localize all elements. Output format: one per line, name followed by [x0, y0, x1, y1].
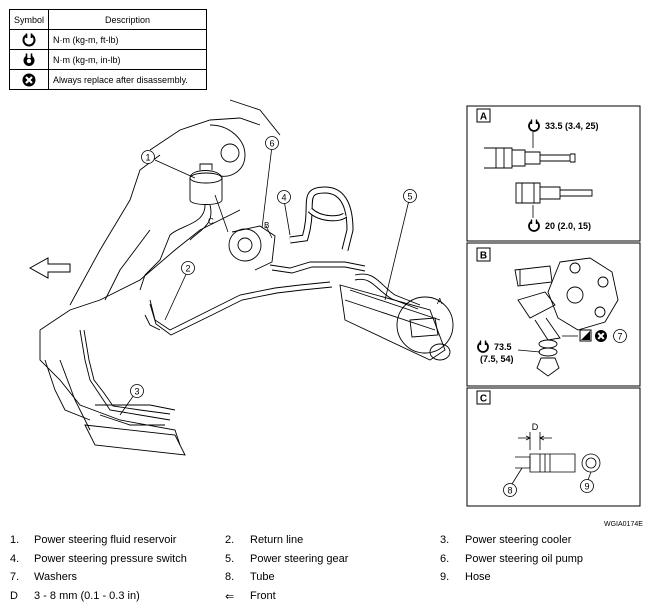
- callout-6: 6: [265, 136, 279, 150]
- torque-ft-lb-icon: [477, 340, 489, 353]
- washer-icon: [579, 329, 592, 342]
- part-label: Power steering pressure switch: [34, 552, 187, 565]
- part-label: Power steering oil pump: [465, 552, 584, 565]
- power-steering-diagram: 1 2 3 4 5 6 A B C A 33.5 (3.4, 25): [28, 99, 641, 507]
- replace-after-disassembly-icon: [595, 330, 607, 342]
- callout-3: 3: [130, 384, 144, 398]
- part-number: 2.: [225, 534, 235, 546]
- part-label: Hose: [465, 571, 491, 583]
- callout-a: A: [437, 297, 443, 306]
- inset-b-torque-units: (7.5, 54): [480, 354, 514, 364]
- svg-text:9: 9: [584, 482, 589, 492]
- part-number: 7.: [10, 571, 20, 583]
- part-number: 1.: [10, 534, 20, 546]
- part-number: 6.: [440, 552, 450, 565]
- part-label: Power steering fluid reservoir: [34, 534, 177, 546]
- svg-text:A: A: [480, 112, 487, 123]
- svg-text:6: 6: [269, 139, 274, 149]
- callout-4: 4: [277, 190, 291, 204]
- dimension-value: 3 - 8 mm (0.1 - 0.3 in): [34, 589, 140, 602]
- svg-text:5: 5: [407, 192, 412, 202]
- svg-text:4: 4: [281, 193, 286, 203]
- part-label: Washers: [34, 571, 77, 583]
- front-arrow-icon: [28, 257, 71, 279]
- inset-a-torque-bottom: 20 (2.0, 15): [545, 221, 591, 231]
- part-number: 4.: [10, 552, 20, 565]
- part-number: 8.: [225, 571, 235, 583]
- legend-description: Always replace after disassembly.: [48, 69, 207, 90]
- callout-1: 1: [141, 150, 155, 164]
- svg-text:B: B: [480, 251, 487, 262]
- inset-a-torque-top: 33.5 (3.4, 25): [545, 121, 599, 131]
- part-label: Return line: [250, 534, 304, 546]
- svg-text:7: 7: [617, 332, 622, 342]
- svg-text:C: C: [480, 394, 487, 405]
- part-number: 5.: [225, 552, 235, 565]
- part-number: 3.: [440, 534, 450, 546]
- part-label: Power steering gear: [250, 552, 349, 565]
- torque-ft-lb-icon: [528, 119, 540, 132]
- front-label: Front: [250, 589, 276, 602]
- callout-5: 5: [403, 189, 417, 203]
- torque-ft-lb-icon: [528, 219, 540, 232]
- symbol-legend-table: Symbol Description N·m (kg-m, ft-lb) N·m…: [8, 9, 207, 90]
- part-label: Tube: [250, 571, 275, 583]
- inset-b-torque-value: 73.5: [494, 342, 512, 352]
- svg-text:8: 8: [507, 486, 512, 496]
- svg-text:1: 1: [145, 153, 150, 163]
- figure-code: WGIA0174E: [604, 521, 643, 528]
- callout-c: C: [208, 217, 214, 226]
- part-label: Power steering cooler: [465, 534, 572, 546]
- callout-b: B: [264, 221, 269, 230]
- front-arrow-icon: ⇐: [225, 590, 235, 603]
- svg-text:2: 2: [185, 264, 190, 274]
- inset-a: A 33.5 (3.4, 25) 20 (2.0, 15): [466, 105, 641, 242]
- callout-7: 7: [613, 329, 627, 343]
- inset-c: C D 8 9: [466, 387, 641, 507]
- callout-8: 8: [503, 483, 517, 497]
- svg-text:3: 3: [134, 387, 139, 397]
- dimension-key: D: [10, 589, 18, 602]
- callout-2: 2: [181, 261, 195, 275]
- parts-list: 1. Power steering fluid reservoir 2. Retur…: [10, 534, 646, 608]
- torque-ft-lb-icon: [8, 29, 50, 50]
- replace-after-disassembly-icon: [8, 69, 50, 90]
- callout-9: 9: [580, 479, 594, 493]
- part-number: 9.: [440, 571, 450, 583]
- inset-b: B 73.5 (7.5, 54): [466, 242, 641, 387]
- dimension-d-label: D: [532, 422, 539, 432]
